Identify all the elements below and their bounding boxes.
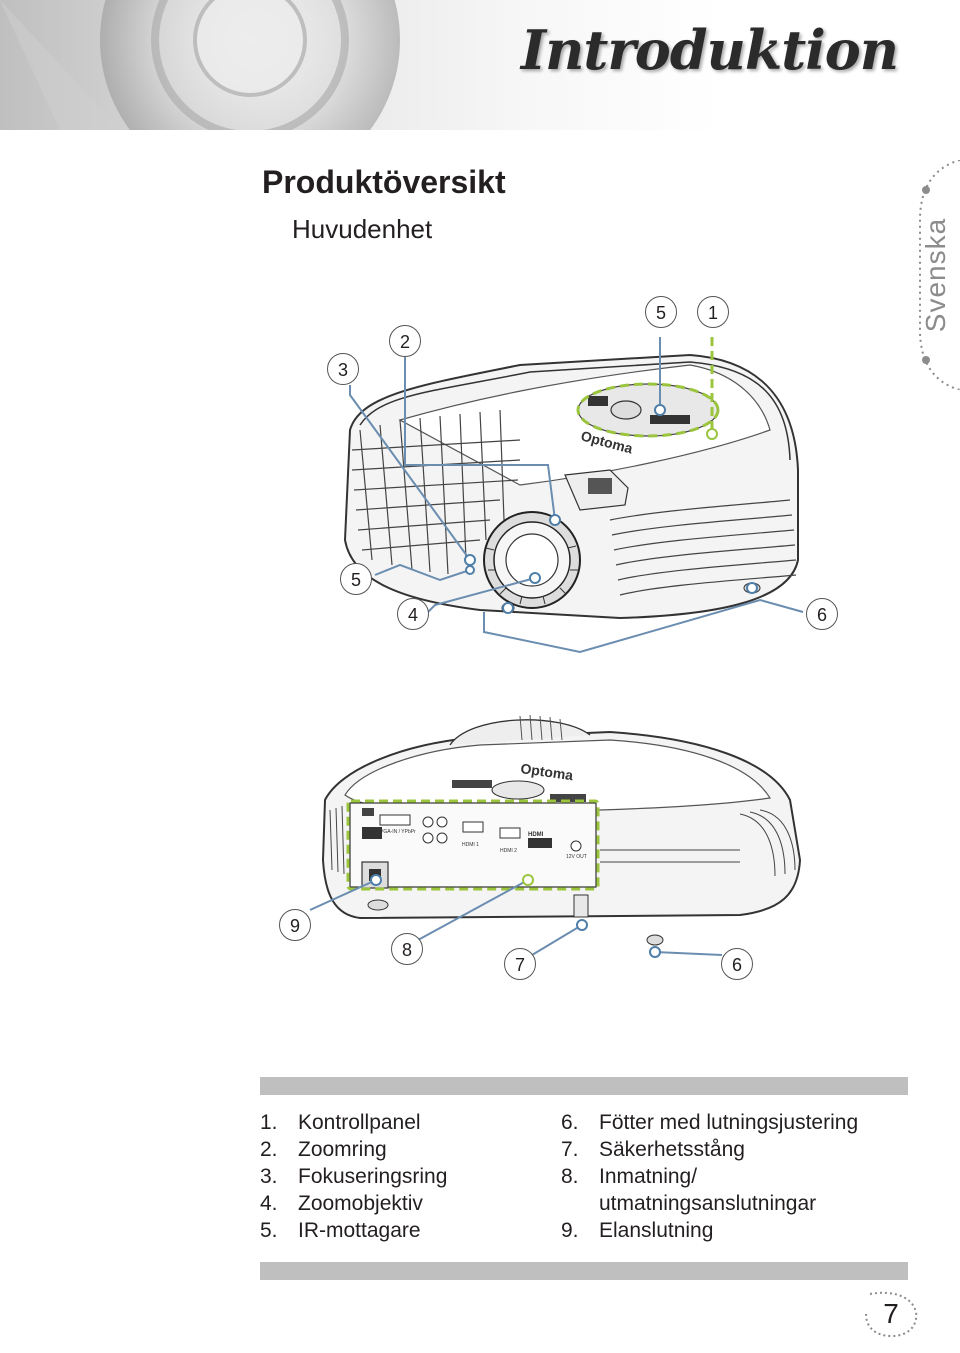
parts-list-left: 1.Kontrollpanel 2.Zoomring 3.Fokuserings…	[260, 1109, 447, 1244]
port-label-hdmi2: HDMI 2	[500, 848, 517, 854]
list-item: 5.IR-mottagare	[260, 1219, 421, 1242]
page-number: 7	[883, 1298, 899, 1329]
list-item: 4.Zoomobjektiv	[260, 1192, 423, 1215]
projector-front-illustration: Optoma	[343, 337, 804, 654]
divider-bar-top	[260, 1077, 908, 1095]
list-item: 2.Zoomring	[260, 1138, 387, 1161]
list-item: 6.Fötter med lutningsjustering	[561, 1111, 859, 1134]
callout-9-bottom: 9	[279, 909, 311, 941]
divider-bar-bottom	[260, 1262, 908, 1280]
port-label-hdmi-logo: HDMI	[528, 832, 544, 838]
language-tab: Svenska	[912, 160, 960, 390]
callout-7-bottom: 7	[504, 948, 536, 980]
callout-4-lower: 4	[397, 598, 429, 630]
callout-3-top: 3	[327, 353, 359, 385]
list-item: 3.Fokuseringsring	[260, 1165, 448, 1188]
projector-rear-brand-logo: Optoma	[520, 760, 575, 783]
callout-6-lower: 6	[806, 598, 838, 630]
callout-8-bottom: 8	[391, 933, 423, 965]
side-tab-shape	[919, 160, 960, 390]
port-label-12v-out: 12V OUT	[566, 854, 587, 860]
header-band	[0, 0, 960, 130]
list-item: 7.Säkerhetsstång	[561, 1138, 745, 1161]
list-item: 8.Inmatning/utmatningsanslutningar	[561, 1165, 817, 1215]
section-subtitle: Huvudenhet	[292, 214, 433, 244]
lens-decoration	[0, 0, 400, 130]
callout-5-top: 5	[645, 296, 677, 328]
language-label: Svenska	[920, 217, 951, 333]
port-label-vga: VGA-IN / YPbPr	[380, 829, 416, 835]
callout-5-lower: 5	[340, 563, 372, 595]
section-title: Produktöversikt	[262, 164, 506, 200]
callout-2-top: 2	[389, 325, 421, 357]
parts-list-right: 6.Fötter med lutningsjustering 7.Säkerhe…	[561, 1109, 858, 1244]
list-item: 1.Kontrollpanel	[260, 1111, 421, 1134]
projector-rear-illustration: Optoma HDMI 1 HDMI 2 12V OUT VGA-IN / YP…	[309, 714, 802, 958]
page-number-frame	[865, 1291, 918, 1338]
list-item: 9.Elanslutning	[561, 1219, 714, 1242]
chapter-title: Introduktion	[520, 18, 899, 82]
callout-6-bottom: 6	[721, 948, 753, 980]
callout-1-top: 1	[697, 296, 729, 328]
port-label-hdmi1: HDMI 1	[462, 842, 479, 848]
